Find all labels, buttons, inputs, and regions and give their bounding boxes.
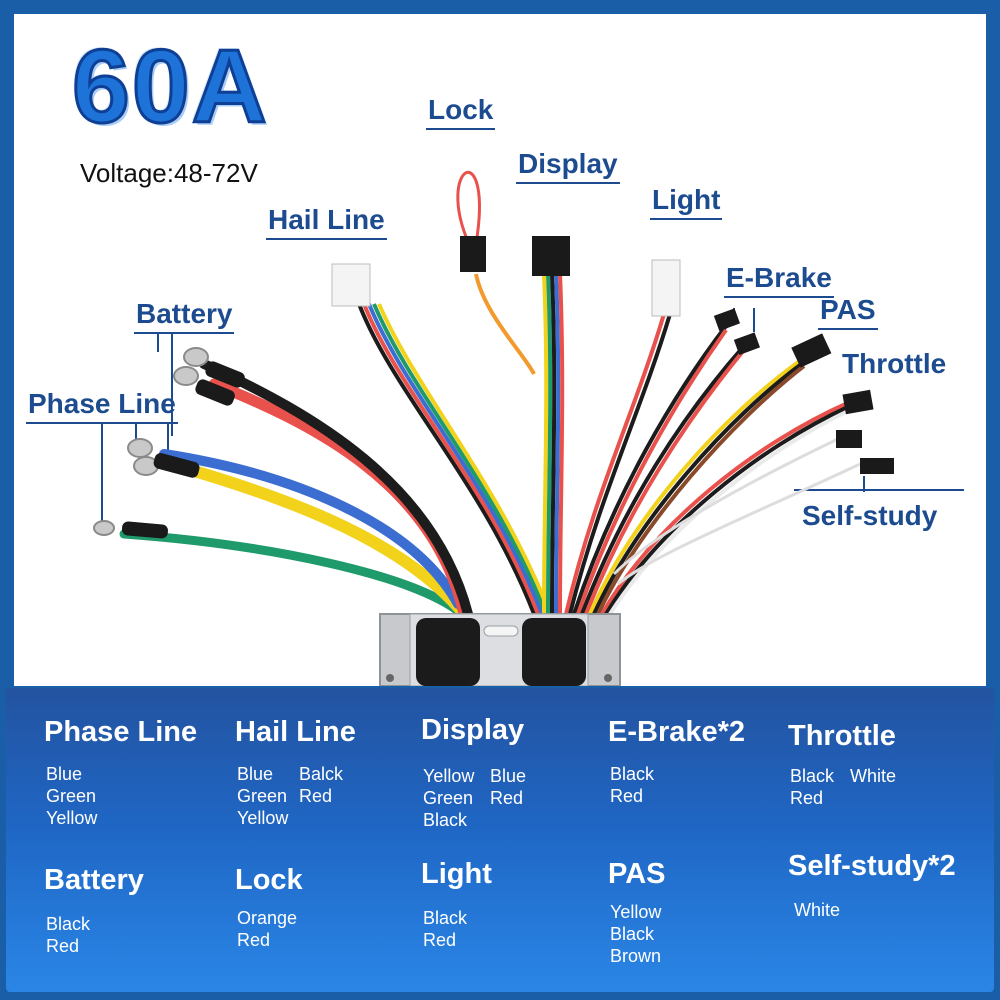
label-self-study: Self-study	[802, 500, 938, 531]
legend-lock: Lock Orange Red	[235, 864, 303, 957]
label-hail-line: Hail Line	[266, 204, 387, 240]
legend-item: Blue	[237, 764, 274, 784]
hail-line-connector	[331, 263, 371, 307]
wire-color-legend: Phase Line Blue Green Yellow Hail Line B…	[6, 688, 994, 992]
label-battery: Battery	[134, 298, 235, 334]
lock-connector	[460, 236, 486, 272]
legend-item: Red	[423, 930, 457, 950]
legend-item: Black	[423, 810, 468, 830]
label-display: Display	[516, 148, 620, 184]
legend-title: Battery	[44, 864, 144, 896]
legend-item: Red	[237, 930, 271, 950]
legend-title: Phase Line	[44, 716, 198, 748]
legend-item: Black	[46, 914, 91, 934]
legend-item: Blue	[46, 764, 83, 784]
hail-line-wires	[357, 303, 552, 615]
legend-self-study: Self-study*2 White	[788, 850, 956, 929]
legend-item: Brown	[610, 946, 662, 966]
legend-phase-line: Phase Line Blue Green Yellow	[44, 716, 197, 833]
legend-item: Red	[490, 788, 524, 808]
legend-item: Orange	[237, 908, 298, 928]
amperage-title: 60A	[71, 28, 269, 147]
legend-title: Lock	[235, 864, 303, 896]
display-connector	[532, 236, 570, 276]
legend-item: Red	[610, 786, 644, 806]
label-throttle: Throttle	[842, 348, 947, 379]
light-connector	[651, 259, 681, 317]
legend-item: Red	[299, 786, 333, 806]
accessory-wires	[572, 324, 861, 616]
legend-title: Display	[421, 714, 525, 746]
legend-item: Green	[423, 788, 474, 808]
legend-title: Light	[421, 858, 492, 890]
legend-title: Self-study*2	[788, 850, 956, 882]
label-phase-line: Phase Line	[26, 388, 178, 424]
legend-item: Yellow	[237, 808, 289, 828]
legend-title: PAS	[608, 858, 666, 890]
label-light: Light	[650, 184, 723, 220]
label-e-brake: E-Brake	[724, 262, 834, 298]
legend-item: Balck	[299, 764, 344, 784]
phase-wires	[119, 359, 473, 620]
legend-pas: PAS Yellow Black Brown	[608, 858, 665, 971]
wiring-diagram	[93, 170, 964, 686]
legend-item: Blue	[490, 766, 527, 786]
legend-item: Green	[237, 786, 288, 806]
legend-title: Throttle	[788, 720, 896, 752]
legend-item: Green	[46, 786, 97, 806]
controller-photo: 60A Voltage:48-72V Lock Display Light Ha…	[14, 14, 986, 686]
legend-battery: Battery Black Red	[44, 864, 144, 963]
legend-title: Hail Line	[235, 716, 356, 748]
left-cable-gland	[416, 618, 480, 686]
legend-item: White	[850, 766, 897, 786]
legend-item: White	[794, 900, 841, 920]
phase-ring-terminals	[93, 438, 200, 539]
legend-item: Yellow	[46, 808, 98, 828]
legend-item: Red	[46, 936, 80, 956]
legend-throttle: Throttle Black Red White	[788, 720, 896, 815]
label-pas: PAS	[818, 294, 878, 330]
voltage-rating: Voltage:48-72V	[80, 158, 258, 188]
legend-light: Light Black Red	[421, 858, 492, 957]
legend-item: Yellow	[423, 766, 475, 786]
battery-ring-terminals	[173, 347, 245, 406]
right-cable-gland	[522, 618, 586, 686]
legend-item: Red	[790, 788, 824, 808]
controller-housing	[379, 613, 621, 686]
legend-item: Black	[790, 766, 835, 786]
legend-hail-line: Hail Line Blue Green Yellow Balck Red	[235, 716, 356, 833]
accessory-connectors	[713, 308, 894, 474]
legend-item: Black	[610, 764, 655, 784]
legend-item: Yellow	[610, 902, 662, 922]
lock-wires	[456, 170, 536, 375]
label-lock: Lock	[426, 94, 496, 130]
legend-display: Display Yellow Green Black Blue Red	[421, 714, 527, 835]
display-wires	[542, 273, 565, 615]
legend-item: Black	[610, 924, 655, 944]
legend-e-brake: E-Brake*2 Black Red	[608, 716, 745, 813]
legend-item: Black	[423, 908, 468, 928]
legend-title: E-Brake*2	[608, 716, 746, 748]
light-wires	[564, 313, 672, 615]
